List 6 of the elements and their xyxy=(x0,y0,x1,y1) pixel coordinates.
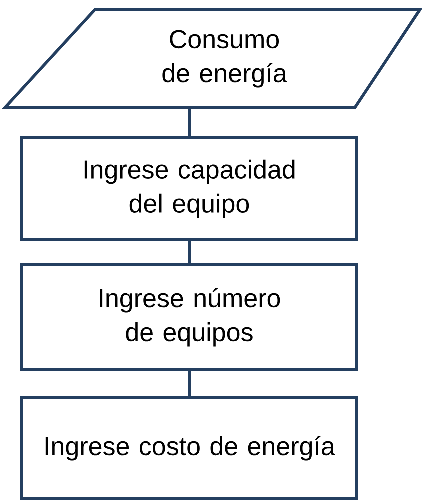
process-box: Ingrese número de equipos xyxy=(20,264,358,372)
connector-line xyxy=(188,108,191,136)
process-box: Ingrese capacidad del equipo xyxy=(20,136,358,242)
process-box: Ingrese costo de energía xyxy=(20,396,358,500)
connector-line xyxy=(188,242,191,264)
connector-line xyxy=(188,372,191,396)
